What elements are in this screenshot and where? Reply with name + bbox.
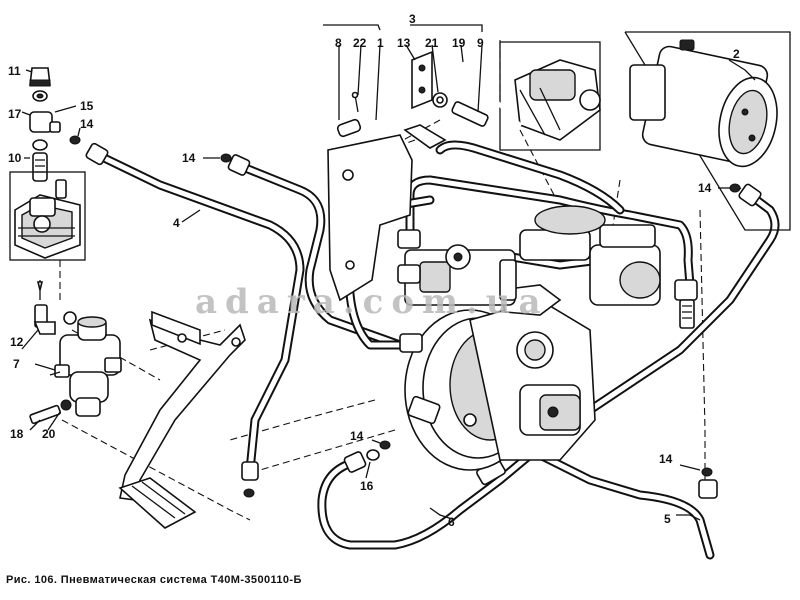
pipe-4 xyxy=(85,142,305,481)
callout-3: 3 xyxy=(409,12,416,26)
callout-2: 2 xyxy=(733,47,740,61)
callout-21: 21 xyxy=(425,36,439,50)
callout-4: 4 xyxy=(173,216,180,230)
callout-7: 7 xyxy=(13,357,20,371)
valve-block xyxy=(397,229,517,425)
pressure-regulator xyxy=(589,224,698,329)
washers xyxy=(220,153,741,498)
callout-8: 8 xyxy=(335,36,342,50)
callout-5: 5 xyxy=(664,512,671,526)
callout-13: 13 xyxy=(397,36,411,50)
pedal-brake-valve-7 xyxy=(29,280,122,425)
callout-1: 1 xyxy=(377,36,384,50)
pipe-upper-left xyxy=(227,154,405,350)
pipe-6 xyxy=(317,450,535,550)
callout-numbers: 3 8 22 1 13 21 19 9 2 11 17 15 14 10 14 … xyxy=(8,12,740,529)
callout-14-left: 14 xyxy=(80,117,94,131)
callout-14-upper: 14 xyxy=(182,151,196,165)
inset-compressor-head xyxy=(9,171,86,261)
figure-caption: Рис. 106. Пневматическая система Т40М-35… xyxy=(6,574,302,586)
callout-14-right: 14 xyxy=(698,181,712,195)
callout-9: 9 xyxy=(477,36,484,50)
small-parts-left xyxy=(21,67,81,182)
callout-15: 15 xyxy=(80,99,94,113)
brake-pedal xyxy=(118,310,246,529)
callout-11: 11 xyxy=(8,64,21,78)
callout-12: 12 xyxy=(10,335,24,349)
callout-20: 20 xyxy=(42,427,56,441)
callout-17: 17 xyxy=(8,107,22,121)
callout-14-bottom-right: 14 xyxy=(659,452,673,466)
callout-6: 6 xyxy=(448,515,455,529)
callout-18: 18 xyxy=(10,427,24,441)
watermark: adara.com.ua xyxy=(195,282,549,322)
callout-leaders xyxy=(21,59,756,521)
pipe-5 xyxy=(535,450,718,560)
callout-16: 16 xyxy=(360,479,374,493)
inset-cylinder-2 xyxy=(624,31,791,231)
callout-22: 22 xyxy=(353,36,367,50)
compressor-assembly xyxy=(404,205,606,471)
inset-detail-middle xyxy=(499,41,601,151)
callout-10: 10 xyxy=(8,151,22,165)
callout-19: 19 xyxy=(452,36,466,50)
mounting-bracket xyxy=(327,124,447,302)
small-parts-top xyxy=(323,24,522,138)
callout-14-center: 14 xyxy=(350,429,364,443)
